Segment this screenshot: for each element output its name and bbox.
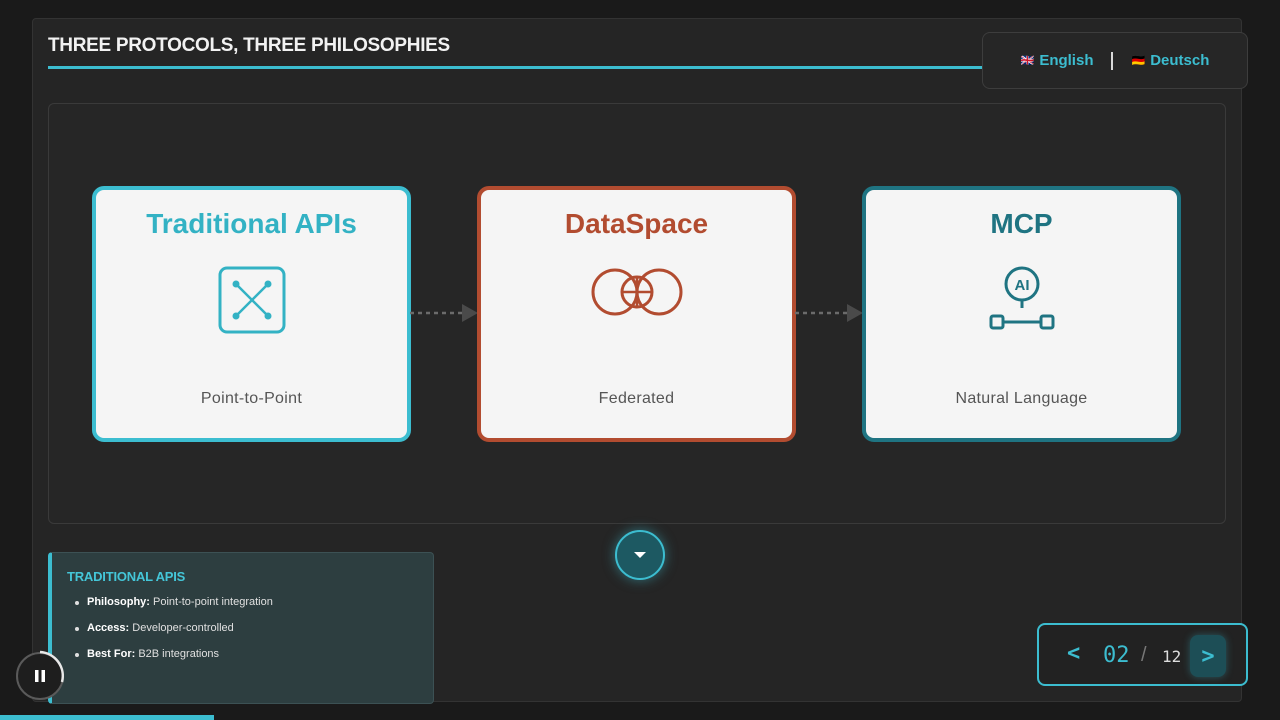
uk-flag-icon: 🇬🇧 [1020, 55, 1035, 67]
card-dataspace[interactable]: DataSpace Federated [477, 186, 796, 442]
info-panel: TRADITIONAL APIS Philosophy: Point-to-po… [48, 552, 434, 704]
language-english-button[interactable]: 🇬🇧 English [1021, 52, 1094, 69]
info-title: TRADITIONAL APIS [67, 569, 186, 584]
card-title: DataSpace [564, 208, 709, 239]
total-slides: 12 [1162, 647, 1182, 666]
card-subtitle: Point-to-Point [200, 390, 303, 407]
title-underline [48, 66, 988, 69]
ai-connector-icon: AI [866, 266, 1177, 332]
list-item: Access: Developer-controlled [67, 622, 433, 634]
slide-title: THREE PROTOCOLS, THREE PHILOSOPHIES [48, 35, 450, 56]
card-mcp[interactable]: MCP AI Natural Language [862, 186, 1181, 442]
info-value: B2B integrations [135, 648, 220, 660]
card-subtitle: Natural Language [955, 390, 1088, 407]
info-key: Best For: [87, 648, 136, 660]
list-item: Philosophy: Point-to-point integration [67, 596, 433, 608]
de-flag-icon: 🇩🇪 [1131, 55, 1146, 67]
next-slide-button[interactable]: > [1190, 635, 1226, 677]
language-deutsch-button[interactable]: 🇩🇪 Deutsch [1131, 52, 1209, 69]
overlapping-circles-icon [481, 266, 792, 318]
card-traditional-apis[interactable]: Traditional APIs Point-to-Point [92, 186, 411, 442]
info-value: Point-to-point integration [149, 596, 273, 608]
card-title: Traditional APIs [146, 208, 357, 239]
slide-progress-bar [0, 715, 214, 720]
list-item: Best For: B2B integrations [67, 648, 433, 660]
pause-icon [35, 670, 45, 682]
previous-slide-button[interactable]: < [1067, 641, 1081, 666]
language-english-label: English [1039, 52, 1094, 69]
info-key: Philosophy: [87, 596, 150, 608]
slide-number-separator: / [1141, 644, 1147, 666]
current-slide-number: 02 [1103, 643, 1130, 668]
info-list: Philosophy: Point-to-point integration A… [67, 596, 433, 660]
info-key: Access: [87, 622, 130, 634]
dashed-arrow-icon [410, 304, 478, 322]
language-deutsch-label: Deutsch [1150, 52, 1210, 69]
info-value: Developer-controlled [129, 622, 234, 634]
card-title: MCP [990, 208, 1053, 239]
slide-navigator: < 02 / 12 > [1037, 623, 1248, 686]
point-to-point-icon [96, 266, 407, 334]
dashed-arrow-icon [795, 304, 863, 322]
ai-icon-text: AI [1014, 277, 1029, 294]
autoplay-progress-ring [39, 650, 64, 683]
caret-down-icon [634, 552, 646, 558]
language-divider [1111, 51, 1114, 70]
expand-details-button[interactable] [615, 530, 665, 580]
card-subtitle: Federated [598, 390, 675, 407]
language-switcher: 🇬🇧 English 🇩🇪 Deutsch [982, 32, 1248, 89]
